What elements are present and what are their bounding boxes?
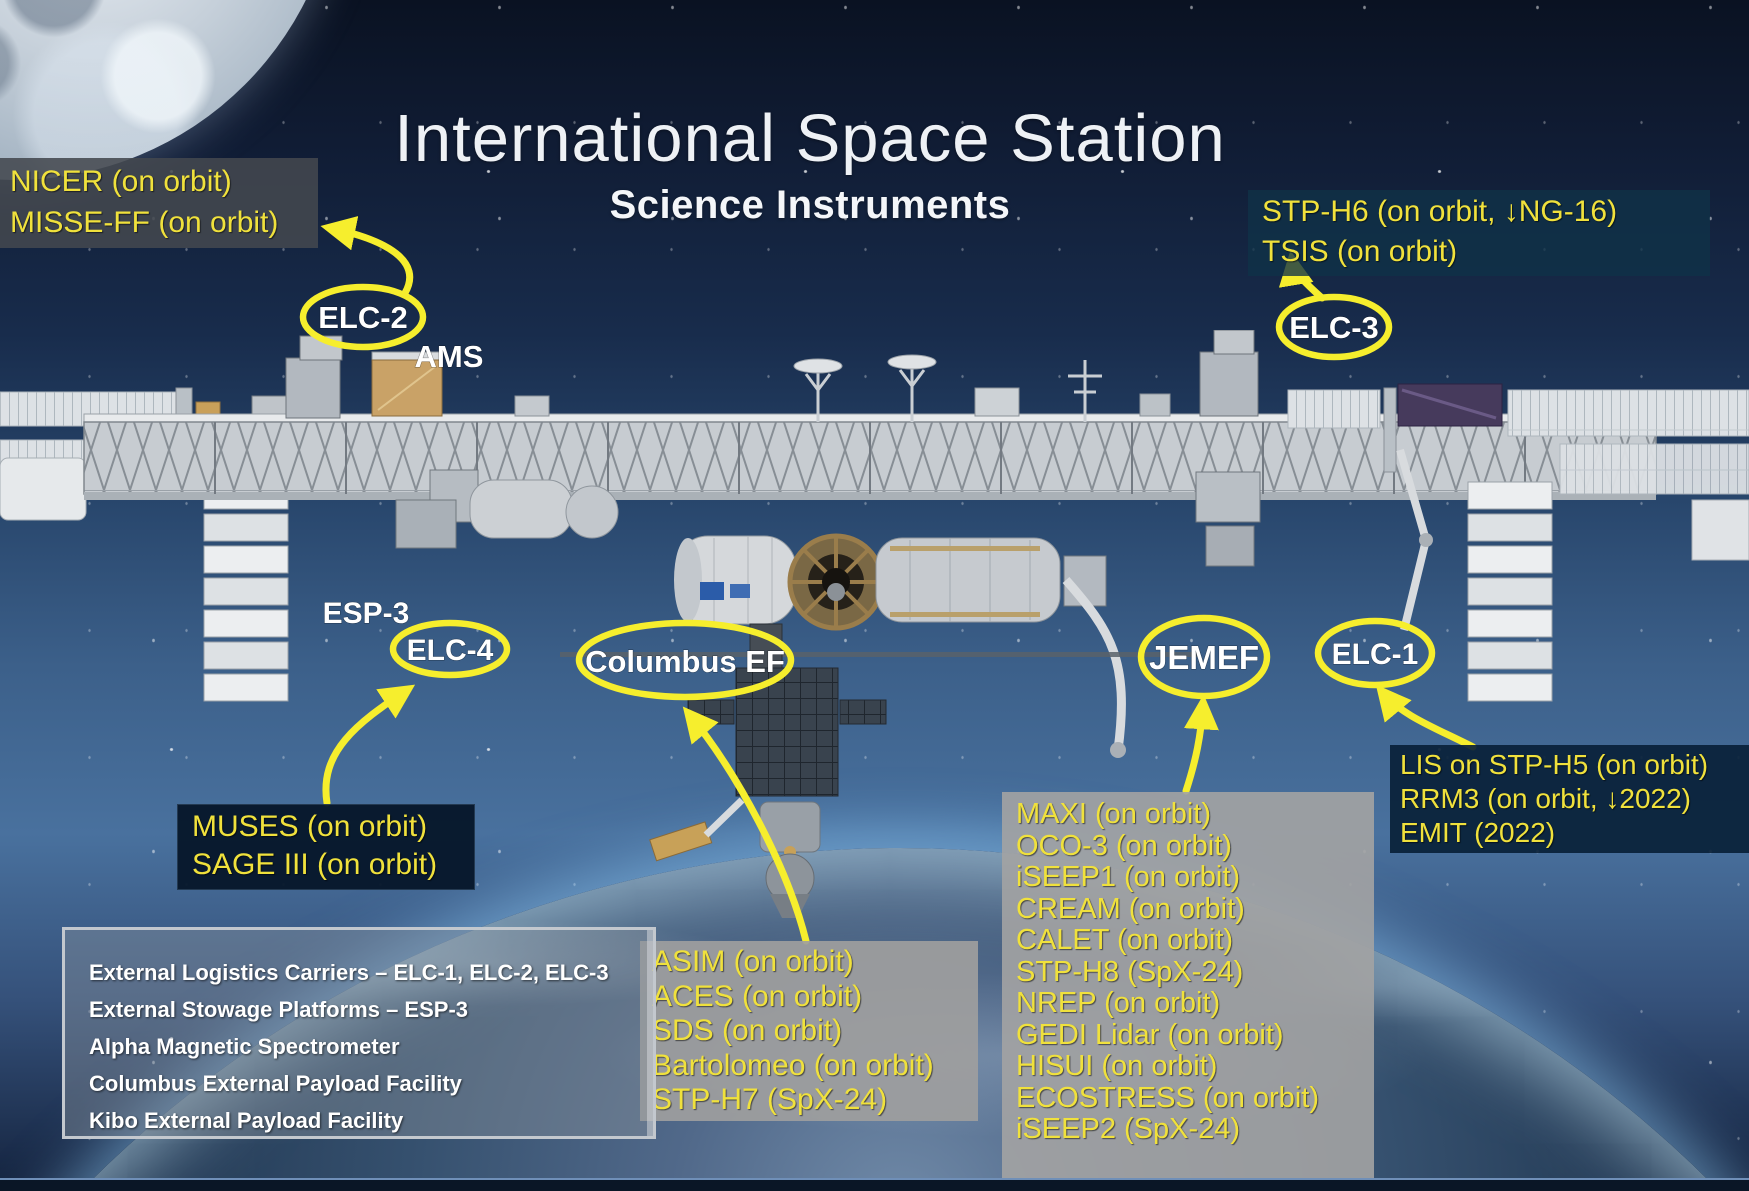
legend-line: Alpha Magnetic Spectrometer <box>89 1034 400 1059</box>
legend-line: Kibo External Payload Facility <box>89 1108 404 1133</box>
callout-line: STP-H6 (on orbit, ↓NG-16) <box>1262 195 1618 228</box>
slide-bottom-border <box>0 1178 1749 1191</box>
legend-box: External Logistics Carriers – ELC-1, ELC… <box>62 927 656 1139</box>
callout-line: Bartolomeo (on orbit) <box>652 1048 934 1082</box>
callout-line: ACES (on orbit) <box>652 979 863 1013</box>
callout-line: STP-H7 (SpX-24) <box>652 1083 888 1116</box>
legend-line: External Logistics Carriers – ELC-1, ELC… <box>89 960 609 985</box>
callout-line: iSEEP1 (on orbit) <box>1016 861 1241 893</box>
callout-line: OCO-3 (on orbit) <box>1016 829 1232 862</box>
callout-line: HISUI (on orbit) <box>1016 1050 1218 1082</box>
callout-line: CALET (on orbit) <box>1016 924 1234 956</box>
callout-line: NICER (on orbit) <box>10 165 232 198</box>
nicer-callout: NICER (on orbit) MISSE-FF (on orbit) <box>0 158 318 248</box>
page-title: International Space Station <box>394 101 1226 176</box>
callout-line: ECOSTRESS (on orbit) <box>1016 1081 1319 1114</box>
lis-callout: LIS on STP-H5 (on orbit) RRM3 (on orbit,… <box>1390 745 1749 853</box>
callout-line: MISSE-FF (on orbit) <box>10 206 279 239</box>
asim-callout: ASIM (on orbit) ACES (on orbit) SDS (on … <box>640 941 978 1121</box>
callout-line: MUSES (on orbit) <box>192 810 428 843</box>
muses-callout: MUSES (on orbit) SAGE III (on orbit) <box>177 804 475 890</box>
legend-line: External Stowage Platforms – ESP-3 <box>89 997 469 1022</box>
callout-line: EMIT (2022) <box>1400 817 1556 848</box>
callout-line: TSIS (on orbit) <box>1262 235 1458 268</box>
title-block: International Space Station Science Inst… <box>310 100 1310 228</box>
callout-line: SAGE III (on orbit) <box>192 848 438 881</box>
callout-line: CREAM (on orbit) <box>1016 892 1245 925</box>
callout-line: ASIM (on orbit) <box>652 945 854 978</box>
stp-h6-callout: STP-H6 (on orbit, ↓NG-16) TSIS (on orbit… <box>1248 190 1710 276</box>
page-subtitle: Science Instruments <box>609 183 1011 227</box>
callout-line: iSEEP2 (SpX-24) <box>1016 1113 1241 1145</box>
jemef-instruments-callout: MAXI (on orbit) OCO-3 (on orbit) iSEEP1 … <box>1002 792 1374 1186</box>
callout-line: MAXI (on orbit) <box>1016 798 1211 830</box>
callout-line: GEDI Lidar (on orbit) <box>1016 1018 1284 1051</box>
callout-line: STP-H8 (SpX-24) <box>1016 955 1244 988</box>
callout-line: SDS (on orbit) <box>652 1014 843 1047</box>
callout-line: NREP (on orbit) <box>1016 987 1221 1019</box>
callout-line: LIS on STP-H5 (on orbit) <box>1400 749 1709 780</box>
legend-line: Columbus External Payload Facility <box>89 1071 462 1096</box>
callout-line: RRM3 (on orbit, ↓2022) <box>1400 783 1692 814</box>
